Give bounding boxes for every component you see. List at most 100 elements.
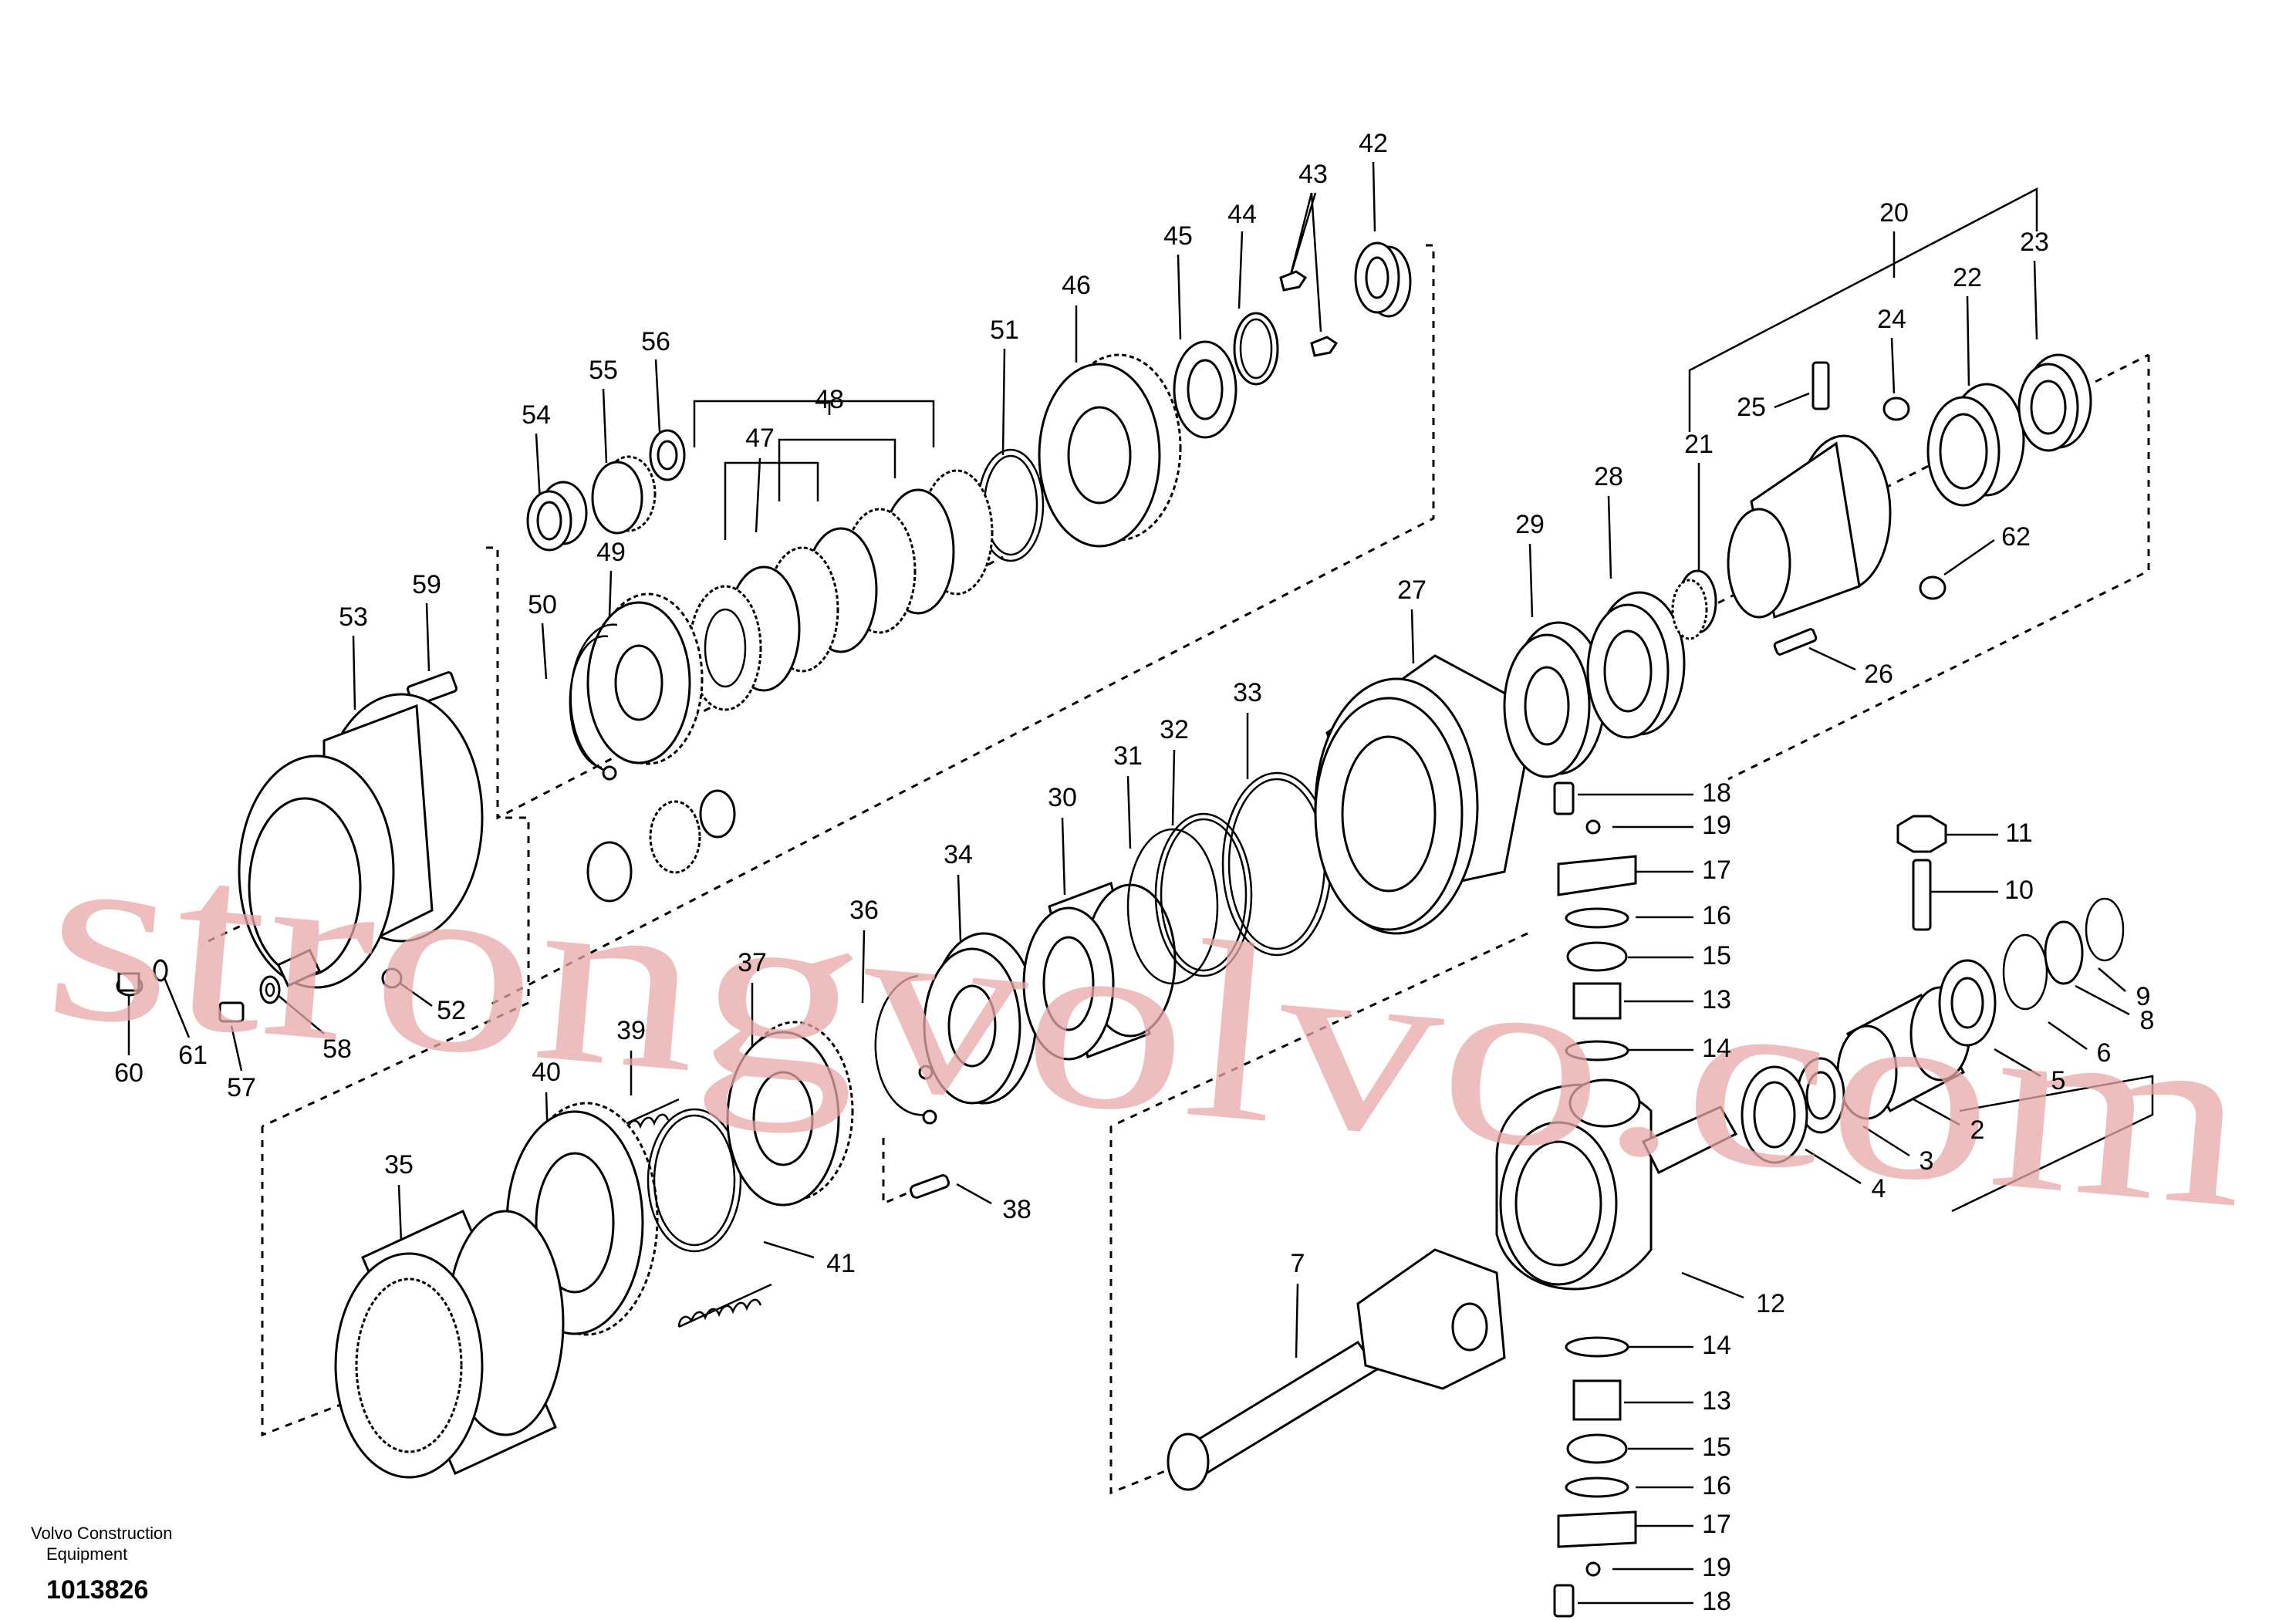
callout-label-41: 41 [826, 1249, 856, 1278]
leader-line-5 [1994, 1048, 2041, 1078]
callout-label-17a: 17 [1702, 856, 1731, 885]
leader-line-32 [1171, 749, 1176, 826]
callout-label-26: 26 [1864, 660, 1893, 689]
callout-label-11: 11 [2005, 818, 2032, 848]
callout-label-34: 34 [944, 840, 973, 869]
part-2-to-9-seals-and-rings [1741, 897, 2125, 1164]
part-52-lug [276, 948, 403, 989]
callout-label-18b: 18 [1702, 1587, 1731, 1616]
callout-label-14b: 14 [1702, 1331, 1731, 1360]
leader-line-35 [397, 1184, 403, 1243]
callout-label-10: 10 [2004, 876, 2034, 905]
leader-line-42 [1372, 161, 1376, 232]
leader-line-8 [2075, 984, 2130, 1016]
drawing-number: 1013826 [46, 1575, 148, 1605]
callout-label-38: 38 [1002, 1195, 1032, 1224]
part-12-knuckle [1495, 1078, 1738, 1291]
part-37-gear [726, 1021, 854, 1207]
callout-label-46: 46 [1062, 271, 1091, 300]
leader-line-44 [1237, 231, 1244, 309]
callout-label-6: 6 [2097, 1038, 2112, 1068]
part-42-ring-gear-small [1354, 241, 1412, 318]
callout-label-47: 47 [745, 424, 775, 453]
part-60-plug [116, 972, 144, 997]
leader-line-49 [608, 570, 613, 618]
callout-label-44: 44 [1227, 200, 1257, 229]
callout-label-60: 60 [114, 1058, 144, 1088]
part-56-washer [649, 429, 686, 481]
brand-line-2: Equipment [46, 1544, 127, 1564]
callout-label-30: 30 [1048, 783, 1077, 812]
leader-line-30 [1061, 817, 1066, 896]
callout-label-24: 24 [1877, 305, 1906, 334]
leader-line-38 [956, 1183, 992, 1205]
callout-label-58: 58 [322, 1034, 352, 1064]
leader-line-22 [1966, 295, 1970, 386]
leader-line-2 [1913, 1098, 1960, 1126]
leader-line-12 [1681, 1271, 1744, 1299]
callout-label-45: 45 [1163, 221, 1193, 251]
callout-label-49: 49 [596, 538, 626, 567]
leader-line-3 [1862, 1125, 1910, 1157]
part-35-ring-gear [334, 1209, 565, 1479]
callout-label-35: 35 [384, 1150, 414, 1180]
part-50-snap-ring [569, 623, 618, 781]
callout-label-13b: 13 [1702, 1386, 1731, 1416]
part-31-32-rings [1126, 812, 1253, 985]
leader-line-7 [1295, 1283, 1299, 1358]
leader-line-53 [352, 635, 356, 710]
callout-label-33: 33 [1233, 678, 1262, 707]
leader-line-59 [425, 602, 430, 672]
callout-label-53: 53 [339, 602, 368, 632]
part-29-bearing [1503, 621, 1606, 778]
callout-label-25: 25 [1737, 393, 1766, 422]
callout-labels: 4243444546514847565554495059535260615758… [114, 129, 2154, 1616]
leader-line-24 [1890, 337, 1896, 394]
leader-line-34 [957, 874, 962, 942]
leader-line-4 [1805, 1148, 1862, 1185]
leader-line-41 [763, 1240, 815, 1259]
part-28-seal [1586, 591, 1686, 739]
leader-line-62 [1943, 538, 1995, 576]
leader-line-45 [1177, 254, 1182, 340]
leader-line-43 [1310, 192, 1322, 332]
part-26-bolt [1773, 628, 1818, 656]
leader-line-47 [755, 457, 761, 533]
part-43-keys [1279, 270, 1339, 357]
callout-label-59: 59 [412, 570, 441, 599]
part-47-48-clutch-plate-stack [688, 469, 994, 711]
leader-line-27 [1410, 609, 1415, 664]
leader-line-36 [861, 930, 866, 1004]
part-7-axle-shaft [1167, 1248, 1506, 1491]
part-pinion-lower [586, 789, 736, 903]
part-44-snap-ring [1233, 312, 1279, 386]
part-46-gear-large [1038, 353, 1182, 548]
callout-label-13a: 13 [1702, 985, 1731, 1014]
part-27-hub [1314, 654, 1537, 935]
callout-label-5: 5 [2051, 1066, 2066, 1095]
part-61-o-ring [153, 959, 168, 982]
callout-label-57: 57 [227, 1073, 256, 1102]
callout-label-14a: 14 [1702, 1034, 1731, 1063]
part-23-seal [2017, 353, 2092, 452]
callout-label-15a: 15 [1702, 941, 1731, 970]
part-18-19-17-16-15-13-14-top-stack [1553, 781, 1637, 1061]
part-24-bushing [1882, 397, 1910, 421]
callout-label-42: 42 [1359, 129, 1388, 158]
callout-label-21: 21 [1684, 430, 1714, 459]
group-brackets [693, 187, 2154, 1213]
callout-label-36: 36 [849, 896, 879, 925]
callout-label-20: 20 [1879, 198, 1909, 228]
brand-line-1: Volvo Construction [31, 1524, 172, 1543]
callout-label-43: 43 [1298, 160, 1328, 189]
callout-label-48: 48 [815, 385, 844, 414]
part-22-bearing [1926, 383, 2025, 507]
leader-line-23 [2033, 260, 2038, 340]
callout-label-18a: 18 [1702, 778, 1731, 808]
callout-label-31: 31 [1113, 741, 1143, 771]
callout-label-19a: 19 [1702, 811, 1731, 840]
part-14-13-15-16-17-19-18-bottom-stack [1553, 1336, 1637, 1618]
callout-label-2: 2 [1970, 1115, 1985, 1145]
